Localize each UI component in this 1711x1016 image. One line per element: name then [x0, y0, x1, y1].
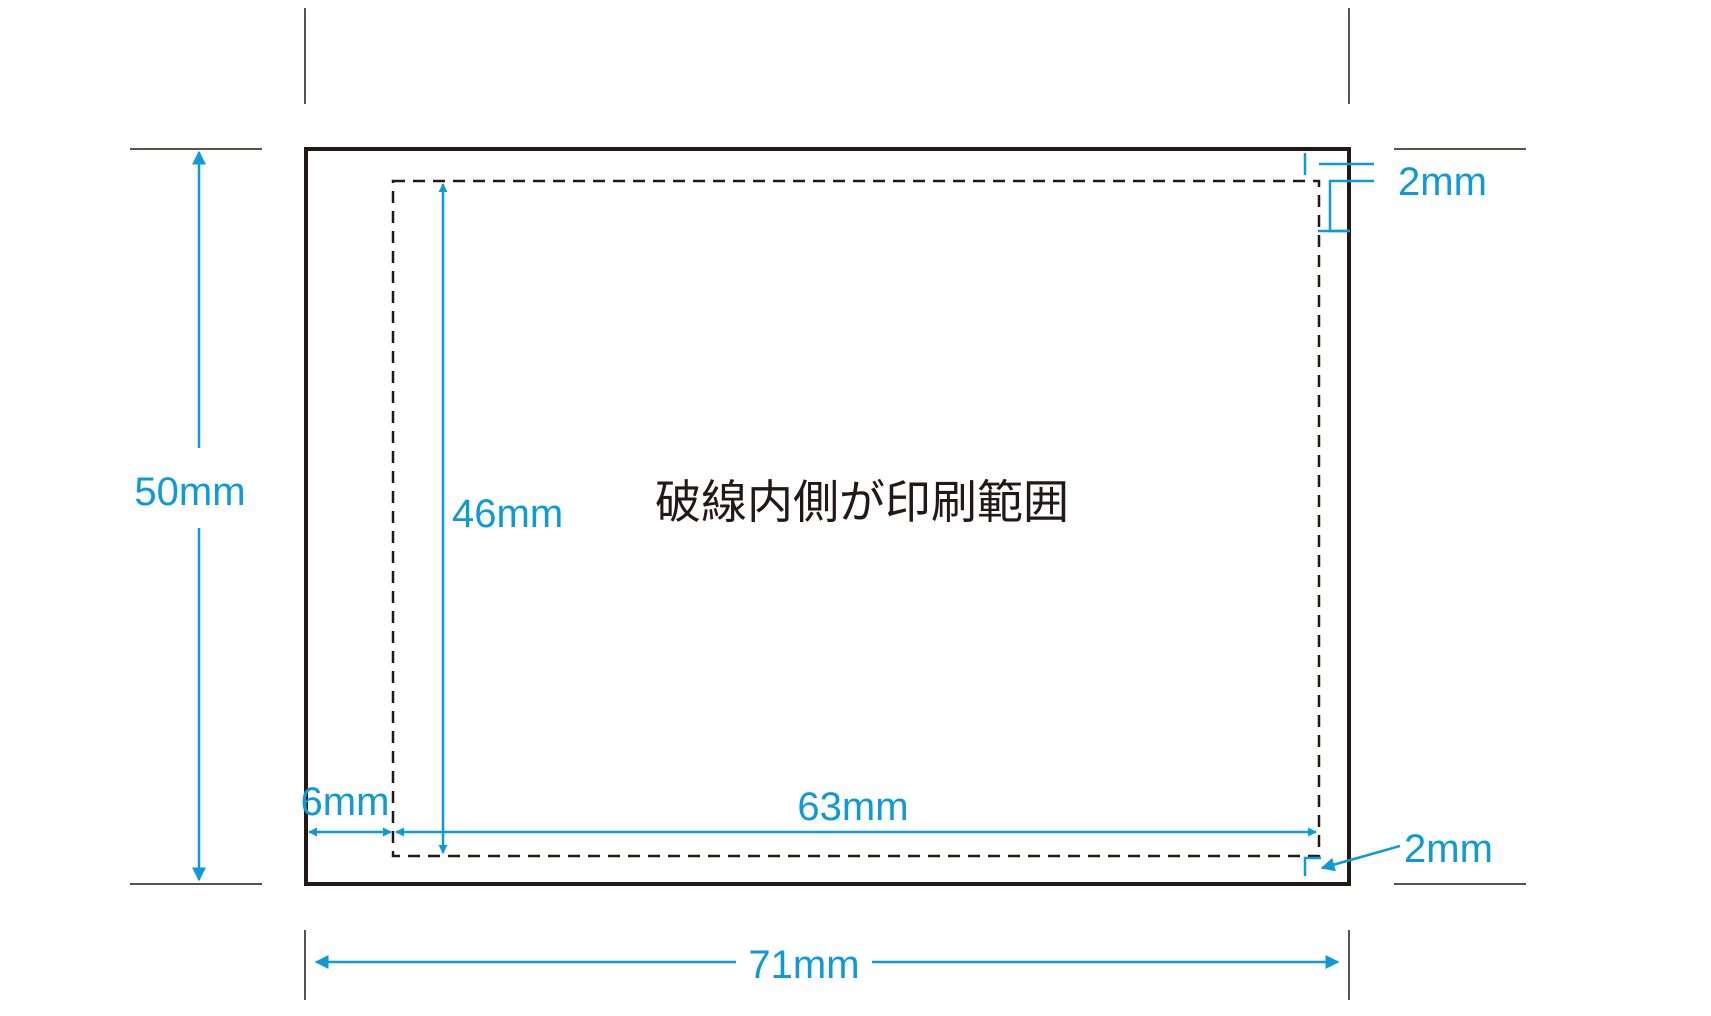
center-label: 破線内側が印刷範囲 — [655, 475, 1069, 529]
guide-lines — [130, 8, 1526, 1000]
dim-inner-height: 46mm — [438, 183, 563, 854]
dim-inner-width: 63mm — [395, 785, 1317, 837]
dim-inner-height-label: 46mm — [452, 492, 563, 536]
dim-top-right-margin-label: 2mm — [1398, 160, 1487, 204]
dim-total-height-label: 50mm — [134, 470, 245, 514]
dim-left-margin: 6mm — [301, 780, 392, 837]
dim-inner-width-label: 63mm — [797, 785, 908, 829]
dim-left-margin-label: 6mm — [301, 780, 390, 824]
print-area-dashed — [391, 179, 1321, 858]
dim-bottom-right-margin: 2mm — [1303, 827, 1493, 876]
dim-total-width: 71mm — [314, 943, 1340, 987]
dim-total-height: 50mm — [134, 150, 246, 882]
card-outline — [304, 147, 1351, 886]
top-right-leader-lower — [1328, 179, 1374, 233]
dim-total-width-label: 71mm — [748, 943, 859, 987]
bottom-right-leader — [1320, 844, 1401, 872]
dim-top-right-margin — [1303, 153, 1374, 233]
bottom-right-tick — [1303, 856, 1321, 876]
dim-bottom-right-margin-label: 2mm — [1404, 827, 1493, 871]
